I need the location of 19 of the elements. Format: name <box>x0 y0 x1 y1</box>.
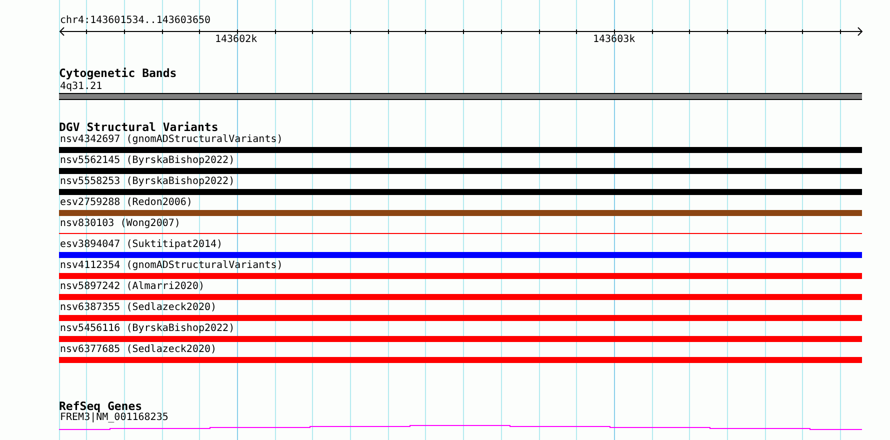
feature-label: nsv4342697 (gnomADStructuralVariants) <box>60 134 283 146</box>
feature-label: nsv5897242 (Almarri2020) <box>60 281 204 293</box>
track-title: RefSeq Genes <box>59 399 142 413</box>
feature-label: nsv5456116 (ByrskaBishop2022) <box>60 323 235 335</box>
tick-label: 143602k <box>215 34 258 46</box>
feature-label: esv2759288 (Redon2006) <box>60 197 192 209</box>
feature-label: nsv4112354 (gnomADStructuralVariants) <box>60 260 283 272</box>
feature-label: nsv6377685 (Sedlazeck2020) <box>60 344 217 356</box>
track-title: Cytogenetic Bands <box>59 66 177 80</box>
track-title: DGV Structural Variants <box>59 120 218 134</box>
region-label: chr4:143601534..143603650 <box>60 15 211 27</box>
feature-label: nsv5562145 (ByrskaBishop2022) <box>60 155 235 167</box>
feature-label: FREM3|NM_001168235 <box>60 412 168 424</box>
feature-label: 4q31.21 <box>60 81 102 93</box>
tick-label: 143603k <box>593 34 636 46</box>
feature-label: esv3894047 (Suktitipat2014) <box>60 239 223 251</box>
feature-label: nsv5558253 (ByrskaBishop2022) <box>60 176 235 188</box>
feature-label: nsv830103 (Wong2007) <box>60 218 180 230</box>
feature-label: nsv6387355 (Sedlazeck2020) <box>60 302 217 314</box>
